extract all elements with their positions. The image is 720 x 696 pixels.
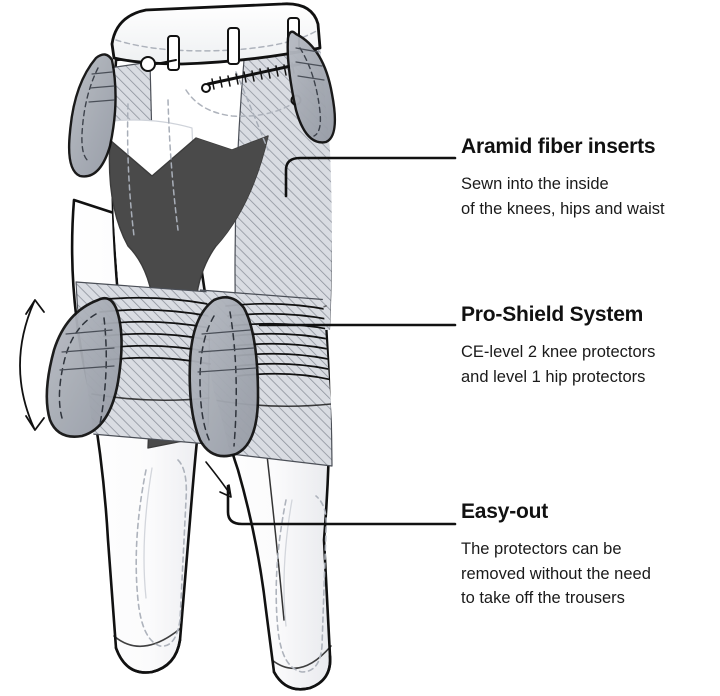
callout-easy-out: Easy-out The protectors can be removed w… [461, 500, 651, 610]
callout-body: CE-level 2 knee protectors and level 1 h… [461, 343, 656, 386]
hip-protector-left [67, 53, 117, 178]
knee-protector-left [45, 296, 123, 438]
leader-line-0 [284, 156, 457, 198]
callout-title: Aramid fiber inserts [461, 135, 656, 158]
easy-out-arrow-icon [205, 461, 232, 498]
knee-protector-right [188, 296, 260, 458]
callout-title: Easy-out [461, 500, 549, 523]
hip-protector-right [286, 30, 337, 144]
leader-line-2 [226, 484, 457, 526]
callout-title: Pro-Shield System [461, 303, 644, 326]
callout-aramid-fiber-inserts: Aramid fiber inserts Sewn into the insid… [461, 135, 665, 221]
callout-body: Sewn into the inside of the knees, hips … [461, 175, 665, 218]
trousers-illustration [19, 2, 457, 691]
waist-button-icon [140, 56, 177, 72]
callout-body: The protectors can be removed without th… [461, 540, 651, 607]
callout-pro-shield-system: Pro-Shield System CE-level 2 knee protec… [461, 303, 655, 389]
movement-arrow-icon [19, 299, 45, 431]
